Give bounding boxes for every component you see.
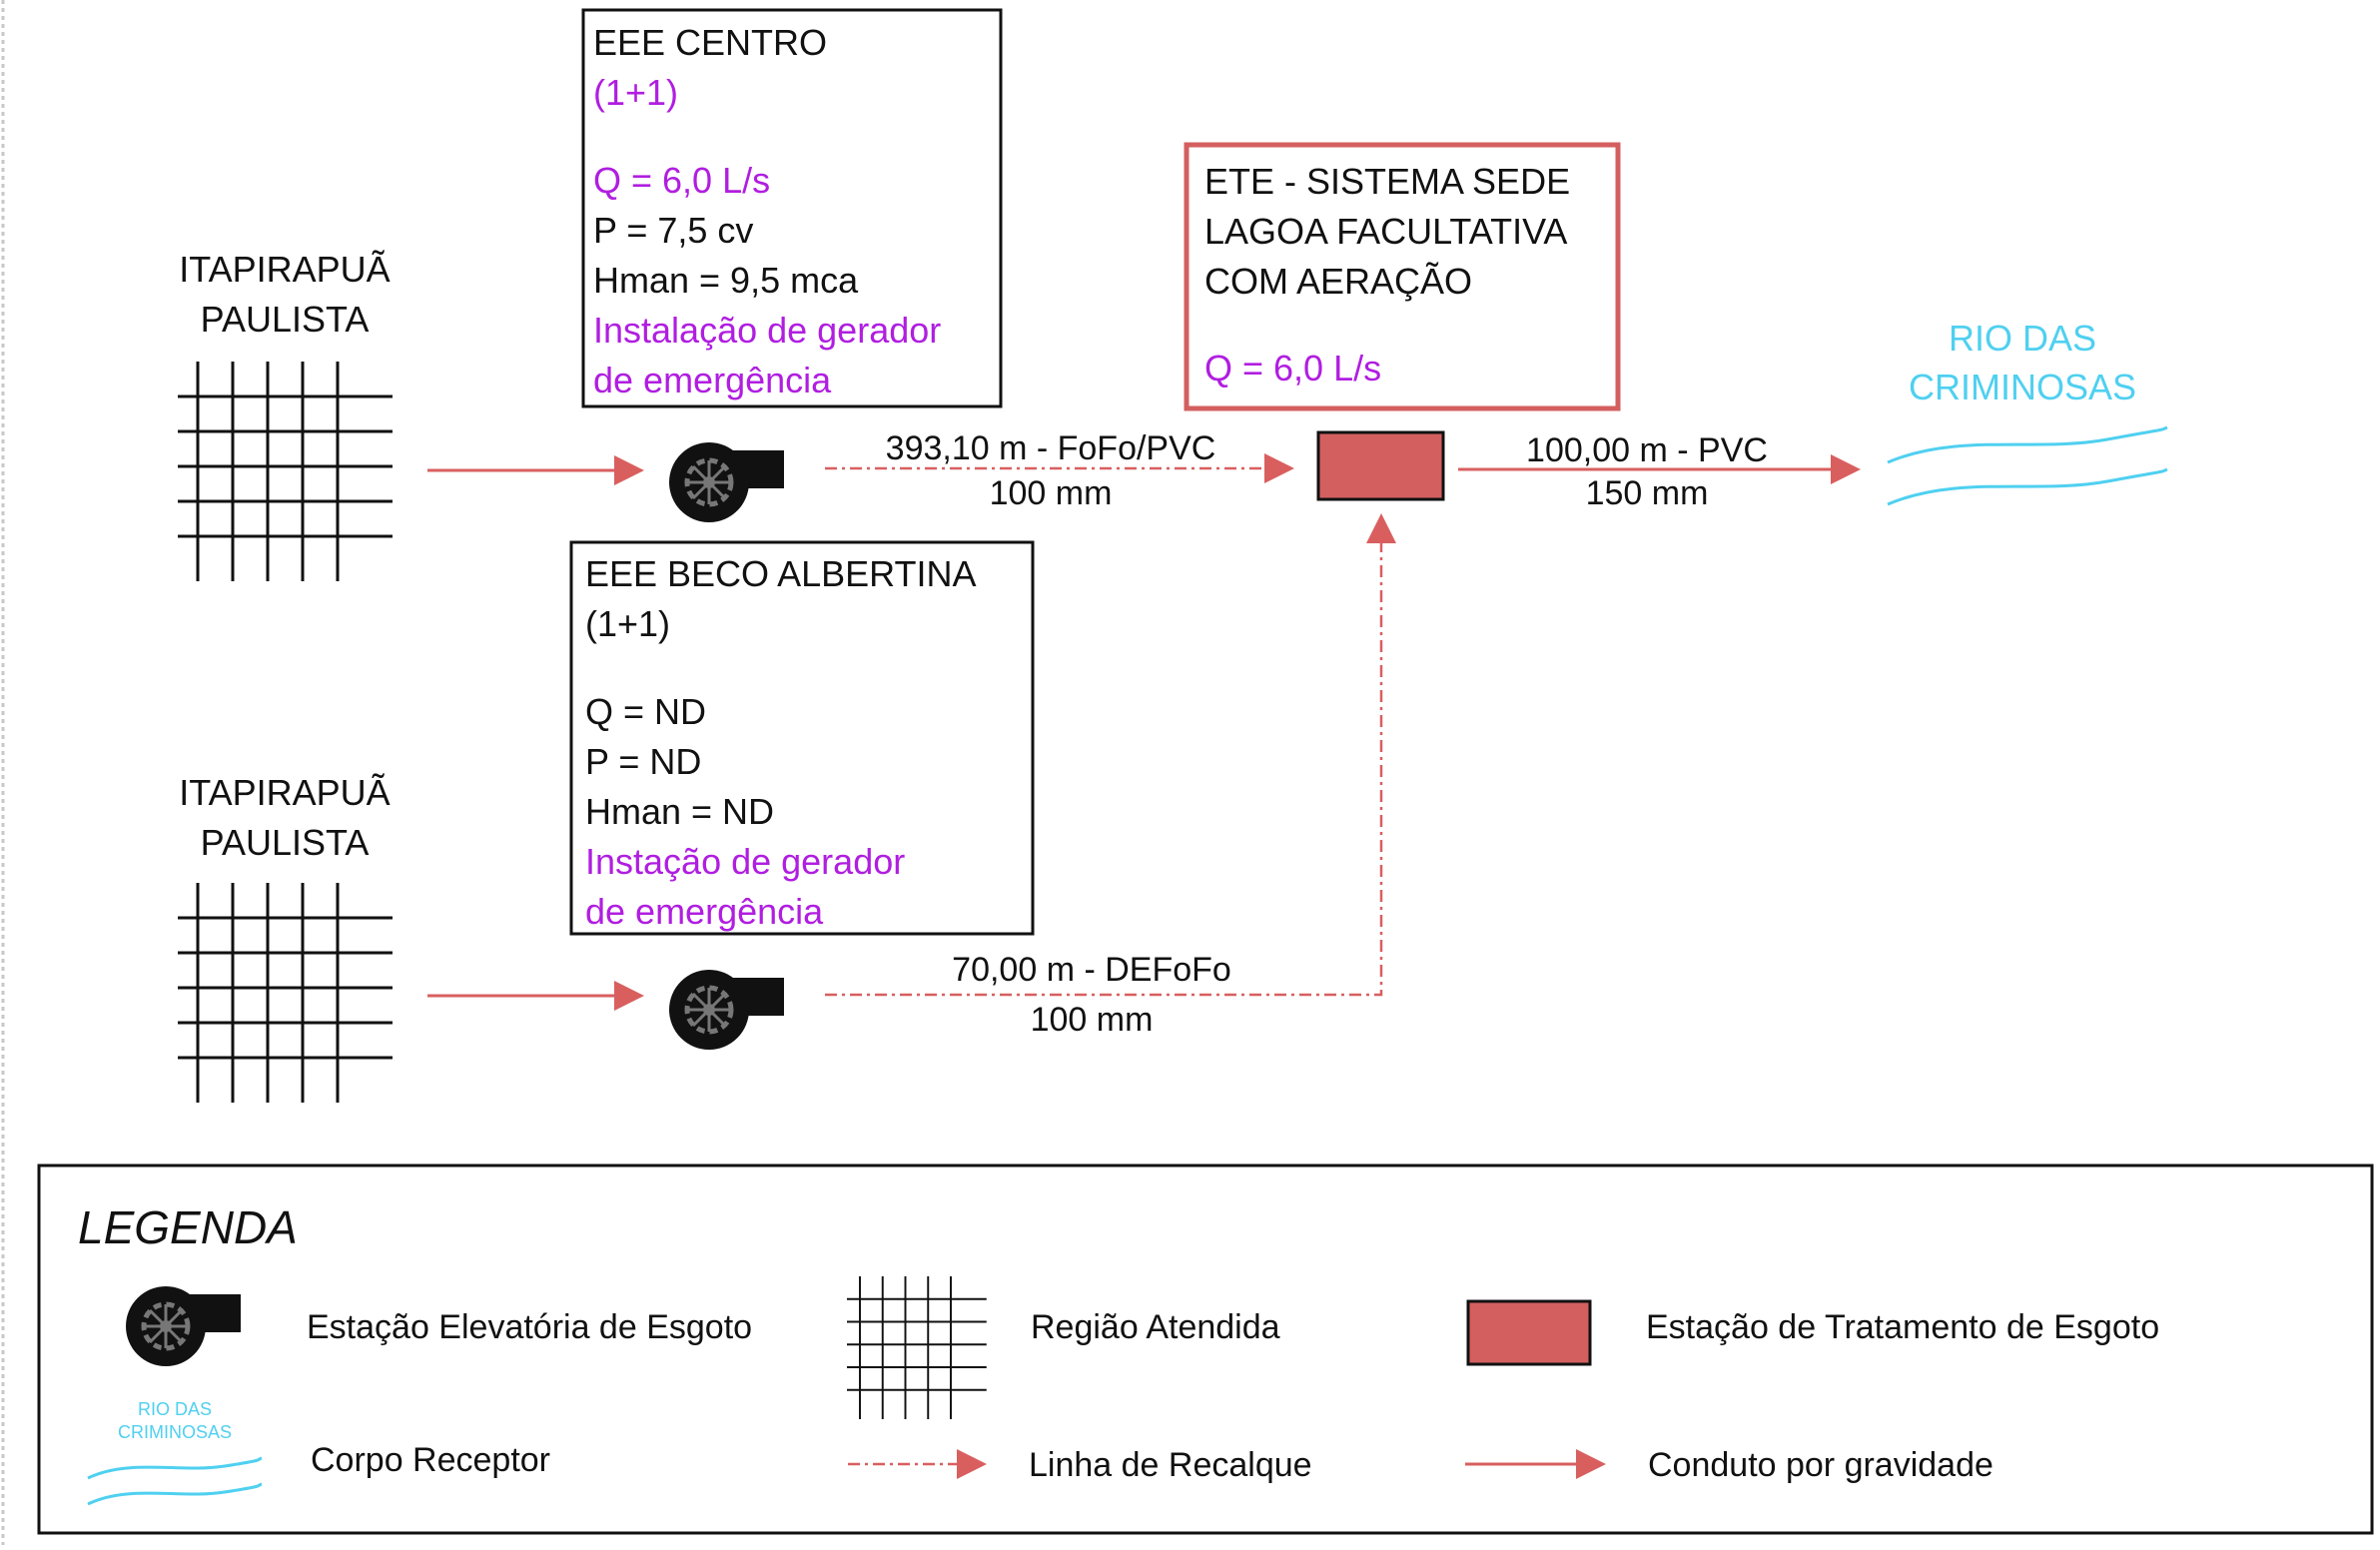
treatment-plant-icon <box>1316 430 1445 501</box>
region-itapirapua-upper: ITAPIRAPUÃ PAULISTA <box>176 249 395 583</box>
region-itapirapua-lower: ITAPIRAPUÃ PAULISTA <box>176 772 395 1105</box>
ete-line2: LAGOA FACULTATIVA <box>1204 211 1567 252</box>
pump-station-icon <box>669 442 784 522</box>
ete-line3: COM AERAÇÃO <box>1204 261 1472 302</box>
pipe-centro-diameter: 100 mm <box>990 474 1113 512</box>
eee-beco-generator-line1: Instação de gerador <box>585 841 905 882</box>
receiving-river: RIO DAS CRIMINOSAS <box>1887 318 2168 506</box>
eee-beco-power: P = ND <box>585 741 701 782</box>
ete-info-box: ETE - SISTEMA SEDE LAGOA FACULTATIVA COM… <box>1184 142 1621 411</box>
eee-centro-flow: Q = 6,0 L/s <box>593 160 770 201</box>
region-label-line2: PAULISTA <box>201 822 370 863</box>
eee-centro-head: Hman = 9,5 mca <box>593 260 859 301</box>
legend-box: LEGENDA Estação Elevatória de Esgoto Reg… <box>37 1163 2374 1535</box>
legend-river-name-line2: CRIMINOSAS <box>118 1422 232 1442</box>
pressure-line-beco-albertina <box>825 513 1396 997</box>
region-label-line2: PAULISTA <box>201 299 370 340</box>
eee-beco-config: (1+1) <box>585 603 670 644</box>
region-label-line1: ITAPIRAPUÃ <box>179 249 390 290</box>
legend-pressure-line-label: Linha de Recalque <box>1029 1446 1312 1484</box>
grid-icon <box>176 360 395 583</box>
eee-beco-head: Hman = ND <box>585 791 774 832</box>
pipe-beco-length-material: 70,00 m - DEFoFo <box>952 951 1231 989</box>
ete-line1: ETE - SISTEMA SEDE <box>1204 161 1570 202</box>
river-name-line1: RIO DAS <box>1949 318 2096 359</box>
legend-receiving-body-label: Corpo Receptor <box>311 1441 550 1479</box>
legend-pump-station-label: Estação Elevatória de Esgoto <box>307 1308 752 1346</box>
river-name-line2: CRIMINOSAS <box>1909 367 2136 407</box>
pipe-outfall-diameter: 150 mm <box>1586 474 1709 512</box>
pump-station-icon <box>669 970 784 1050</box>
legend-gravity-line-label: Conduto por gravidade <box>1648 1446 1993 1484</box>
eee-centro-box: EEE CENTRO (1+1) Q = 6,0 L/s P = 7,5 cv … <box>581 8 1003 408</box>
ete-flow: Q = 6,0 L/s <box>1204 348 1381 388</box>
eee-beco-title: EEE BECO ALBERTINA <box>585 553 976 594</box>
legend-treatment-plant-icon <box>1466 1299 1592 1366</box>
region-label-line1: ITAPIRAPUÃ <box>179 772 390 813</box>
pipe-outfall-length-material: 100,00 m - PVC <box>1526 431 1768 469</box>
legend-river-name-line1: RIO DAS <box>138 1399 212 1419</box>
eee-centro-generator-line1: Instalação de gerador <box>593 310 941 351</box>
eee-beco-generator-line2: de emergência <box>585 891 824 932</box>
eee-centro-generator-line2: de emergência <box>593 360 832 400</box>
grid-icon <box>176 881 395 1105</box>
eee-centro-title: EEE CENTRO <box>593 22 827 63</box>
legend-treatment-plant-label: Estação de Tratamento de Esgoto <box>1646 1308 2159 1346</box>
pipe-beco-diameter: 100 mm <box>1031 1001 1154 1039</box>
legend-title: LEGENDA <box>78 1201 298 1253</box>
legend-river-icon <box>87 1456 263 1506</box>
river-icon <box>1887 425 2168 506</box>
pipe-centro-length-material: 393,10 m - FoFo/PVC <box>886 429 1216 467</box>
eee-centro-power: P = 7,5 cv <box>593 210 753 251</box>
eee-centro-config: (1+1) <box>593 72 678 113</box>
legend-served-region-label: Região Atendida <box>1031 1308 1280 1346</box>
eee-beco-flow: Q = ND <box>585 691 706 732</box>
eee-beco-albertina-box: EEE BECO ALBERTINA (1+1) Q = ND P = ND H… <box>569 540 1035 936</box>
